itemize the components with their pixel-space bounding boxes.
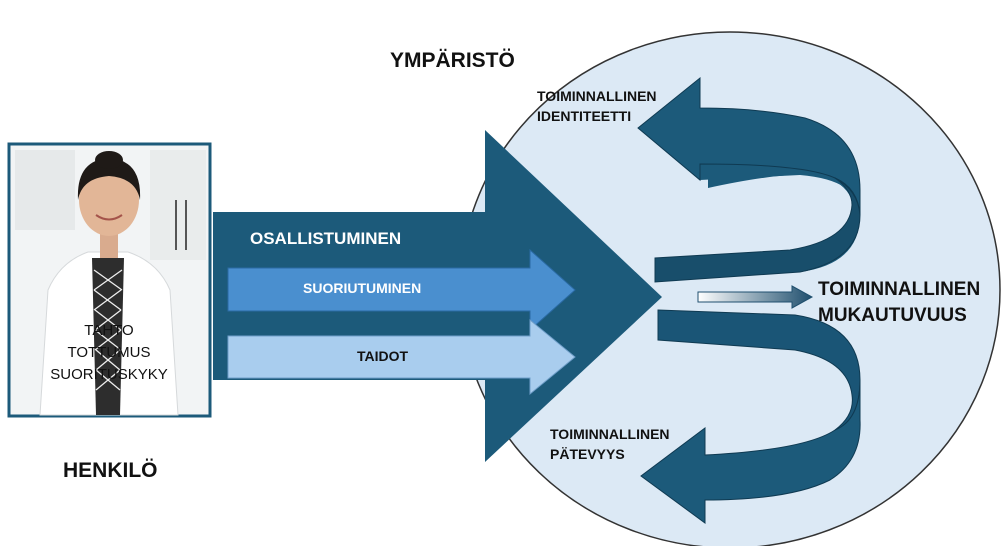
adaptation-label: TOIMINNALLINEN MUKAUTUVUUS — [818, 277, 980, 329]
adaptation-label-line2: MUKAUTUVUUS — [818, 305, 967, 326]
adaptation-label-line1: TOIMINNALLINEN — [818, 279, 981, 300]
skills-arrow — [227, 318, 576, 396]
person-component-will: TAHTO — [84, 322, 134, 339]
competence-curl-arrow — [640, 309, 861, 524]
identity-label-line2: IDENTITEETTI — [537, 108, 632, 124]
person-components: TAHTO TOTTUMUS SUORITUSKYKY — [24, 320, 194, 386]
performance-arrow — [227, 248, 576, 332]
identity-label: TOIMINNALLINEN IDENTITEETTI — [537, 86, 657, 126]
person-label: HENKILÖ — [63, 459, 158, 482]
participation-label: OSALLISTUMINEN — [250, 229, 402, 248]
person-photo — [7, 142, 212, 418]
identity-label-line1: TOIMINNALLINEN — [537, 88, 657, 104]
person-component-performance-capacity: SUORITUSKYKY — [50, 366, 168, 383]
competence-label-line2: PÄTEVYYS — [550, 446, 625, 462]
performance-label: SUORIUTUMINEN — [303, 280, 422, 296]
competence-label-line1: TOIMINNALLINEN — [550, 426, 670, 442]
adaptation-arrow — [697, 285, 814, 309]
environment-label: YMPÄRISTÖ — [390, 49, 515, 72]
skills-label: TAIDOT — [357, 348, 409, 364]
identity-curl-arrow — [637, 76, 861, 283]
competence-label: TOIMINNALLINEN PÄTEVYYS — [550, 424, 670, 464]
person-component-habituation: TOTTUMUS — [67, 344, 151, 361]
